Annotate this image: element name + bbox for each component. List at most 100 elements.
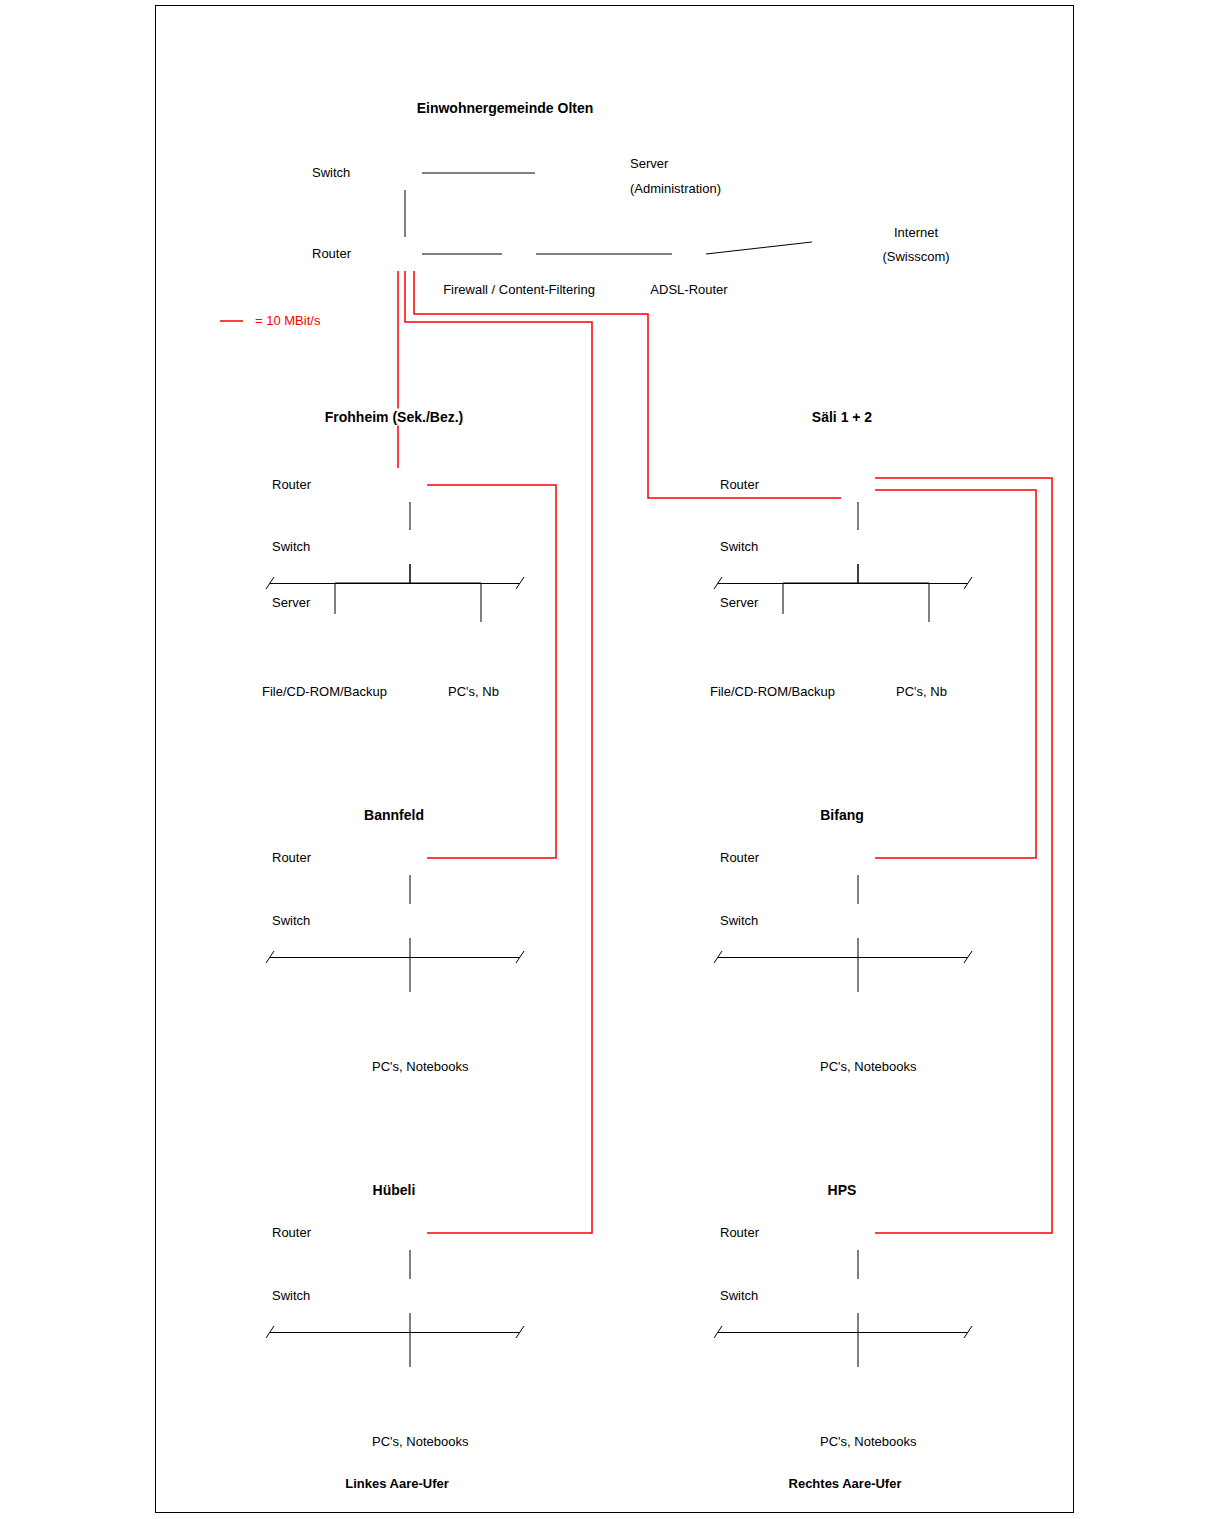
pc-group: PC's, Notebooks: [369, 992, 451, 1044]
label-holder: PC's, Notebooks: [370, 1434, 470, 1450]
switch-icon: Switch: [393, 904, 427, 938]
label-holder: Firewall / Content-Filtering: [441, 282, 597, 298]
lan-link: [858, 1250, 859, 1279]
pc-group-outline: [369, 992, 451, 1044]
switch-icon-outline: [388, 156, 422, 190]
server-icon: ServerFile/CD-ROM/Backup: [282, 614, 352, 670]
device-label: PC's, Notebooks: [370, 1059, 470, 1075]
router-icon: Router: [393, 468, 427, 502]
label-holder: Bifang: [818, 807, 866, 824]
label-holder: Router: [718, 1225, 761, 1241]
router-icon: Router: [393, 841, 427, 875]
switch-icon-outline: [841, 530, 875, 564]
lan-link: [858, 938, 859, 992]
lan-link: [335, 564, 410, 614]
router-icon-outline: [393, 468, 427, 502]
device-label: Switch: [310, 165, 352, 181]
lan-link: [410, 502, 411, 530]
label-holder: Switch: [310, 165, 352, 181]
server-icon-outline: [282, 614, 352, 670]
device-label: Internet (Swisscom): [861, 221, 971, 269]
lan-link: [410, 875, 411, 904]
label-holder: Router: [310, 246, 353, 262]
router-icon: ADSL-Router: [672, 237, 706, 271]
switch-icon-outline: [393, 530, 427, 564]
label-holder: Hübeli: [371, 1182, 418, 1199]
region-band: Rechtes Aare-UferSäli 1 + 2RouterSwitchS…: [670, 345, 1020, 1496]
device-label: File/CD-ROM/Backup: [260, 684, 389, 700]
lan-bus: [714, 951, 972, 963]
building: HPSRouterSwitchPC's, Notebooks: [680, 1113, 1004, 1473]
label-holder: Router: [270, 477, 313, 493]
pc-group-outline: [440, 622, 522, 672]
pc-group-outline: [369, 1367, 451, 1419]
frame: [156, 6, 1074, 1513]
legend-sample: [220, 320, 243, 322]
lan-link: [410, 1250, 411, 1279]
lan-link: [422, 254, 502, 255]
building: BifangRouterSwitchPC's, Notebooks: [680, 738, 1004, 1098]
legend-entry: = 10 MBit/s: [255, 313, 320, 329]
lan-link: [706, 242, 812, 254]
server-icon: Server (Administration): [535, 146, 615, 210]
building: HübeliRouterSwitchPC's, Notebooks: [232, 1113, 556, 1473]
pc-group-outline: [888, 622, 970, 672]
router-icon: Router: [388, 237, 422, 271]
router-icon: Router: [841, 468, 875, 502]
label-holder: Switch: [270, 913, 312, 929]
building-name: Bannfeld: [362, 807, 426, 824]
switch-icon-outline: [393, 1279, 427, 1313]
switch-icon-outline: [841, 904, 875, 938]
lan-link: [410, 564, 481, 622]
device-label: Switch: [718, 539, 760, 555]
device-label: File/CD-ROM/Backup: [708, 684, 837, 700]
building-name: HPS: [826, 1182, 859, 1199]
lan-link: [858, 1313, 859, 1367]
internet-cloud: Internet (Swisscom): [812, 192, 1020, 292]
switch-icon: Switch: [388, 156, 422, 190]
server-icon-outline: [535, 146, 615, 210]
wan-link: [397, 271, 399, 468]
legend-text: = 10 MBit/s: [255, 313, 320, 329]
label-holder: Switch: [270, 1288, 312, 1304]
device-label: Router: [718, 1225, 761, 1241]
router-icon-outline: [841, 841, 875, 875]
device-label: Switch: [270, 913, 312, 929]
label-holder: Router: [270, 1225, 313, 1241]
lan-link: [410, 1313, 411, 1367]
pc-group: PC's, Nb: [888, 622, 970, 672]
server-icon-outline: [730, 614, 800, 670]
pc-group: PC's, Nb: [440, 622, 522, 672]
label-holder: Säli 1 + 2: [810, 409, 874, 426]
lan-link: [858, 502, 859, 530]
device-label: Switch: [718, 1288, 760, 1304]
wan-link: [414, 271, 841, 498]
device-label: ADSL-Router: [648, 282, 729, 298]
lan-link: [405, 190, 406, 237]
label-holder: Switch: [270, 539, 312, 555]
label-holder: PC's, Nb: [446, 684, 501, 700]
switch-icon: Switch: [841, 1279, 875, 1313]
device-label: Server: [718, 595, 760, 611]
firewall-icon-outline: [502, 237, 536, 271]
building-outline: [232, 342, 556, 705]
label-holder: Server (Administration): [628, 151, 740, 201]
lan-link: [536, 254, 672, 255]
device-label: PC's, Notebooks: [370, 1434, 470, 1450]
internet-cloud-outline: [812, 192, 1020, 292]
switch-icon: Switch: [393, 530, 427, 564]
router-icon-outline: [841, 1216, 875, 1250]
switch-icon: Switch: [841, 904, 875, 938]
lan-link: [783, 564, 858, 614]
device-label: Router: [270, 1225, 313, 1241]
label-holder: File/CD-ROM/Backup: [260, 684, 389, 700]
device-label: Switch: [270, 1288, 312, 1304]
device-label: Switch: [270, 539, 312, 555]
region-name: Rechtes Aare-Ufer: [789, 1476, 902, 1492]
building: BannfeldRouterSwitchPC's, Notebooks: [232, 738, 556, 1098]
pc-group: PC's, Notebooks: [369, 1367, 451, 1419]
device-label: Router: [310, 246, 353, 262]
